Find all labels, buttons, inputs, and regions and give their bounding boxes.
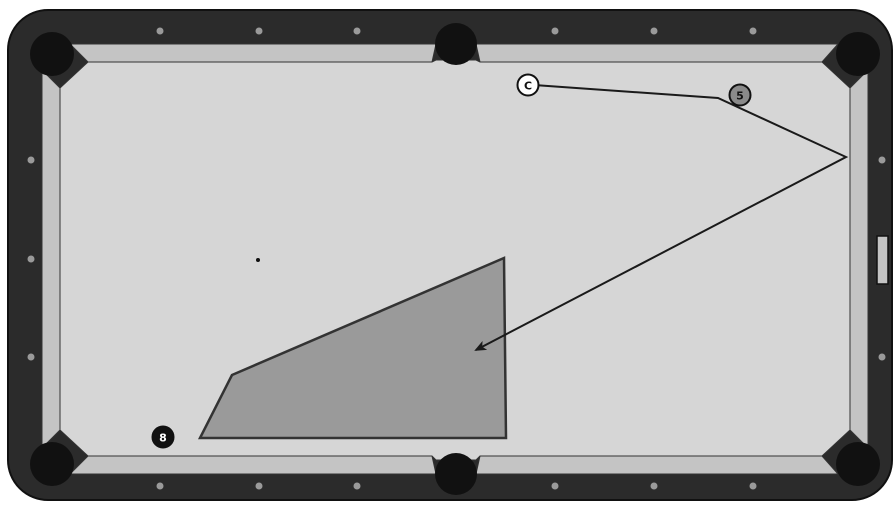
pocket-bottom-left [30, 442, 74, 486]
ball-5-label: 5 [736, 90, 744, 103]
pocket-bottom-center [435, 453, 477, 495]
diamond [651, 28, 658, 35]
diamond [256, 483, 263, 490]
diamond [157, 28, 164, 35]
ball-8-label: 8 [159, 432, 167, 445]
diamond [552, 483, 559, 490]
diamond [651, 483, 658, 490]
diamond [879, 354, 886, 361]
cushion-top-left [70, 44, 436, 62]
pocket-bottom-right [836, 442, 880, 486]
pocket-top-right [836, 32, 880, 76]
diamond [28, 354, 35, 361]
ball-cue: C [518, 75, 539, 96]
diamond [256, 28, 263, 35]
diamond [879, 157, 886, 164]
diamond [552, 28, 559, 35]
rail-marker [877, 236, 888, 284]
cushion-right [850, 70, 868, 448]
head-spot [256, 258, 260, 262]
cushion-bottom-right [476, 456, 838, 474]
cushion-top-right [476, 44, 838, 62]
cushion-left [42, 70, 60, 448]
diamond [354, 483, 361, 490]
diamond [354, 28, 361, 35]
diamond [28, 157, 35, 164]
diamond [750, 483, 757, 490]
diamond [750, 28, 757, 35]
ball-5: 5 [730, 85, 751, 106]
pocket-top-center [435, 23, 477, 65]
pocket-top-left [30, 32, 74, 76]
ball-8: 8 [153, 427, 174, 448]
cushion-bottom-left [70, 456, 436, 474]
ball-cue-label: C [524, 80, 532, 93]
diamond [28, 256, 35, 263]
diamond [157, 483, 164, 490]
